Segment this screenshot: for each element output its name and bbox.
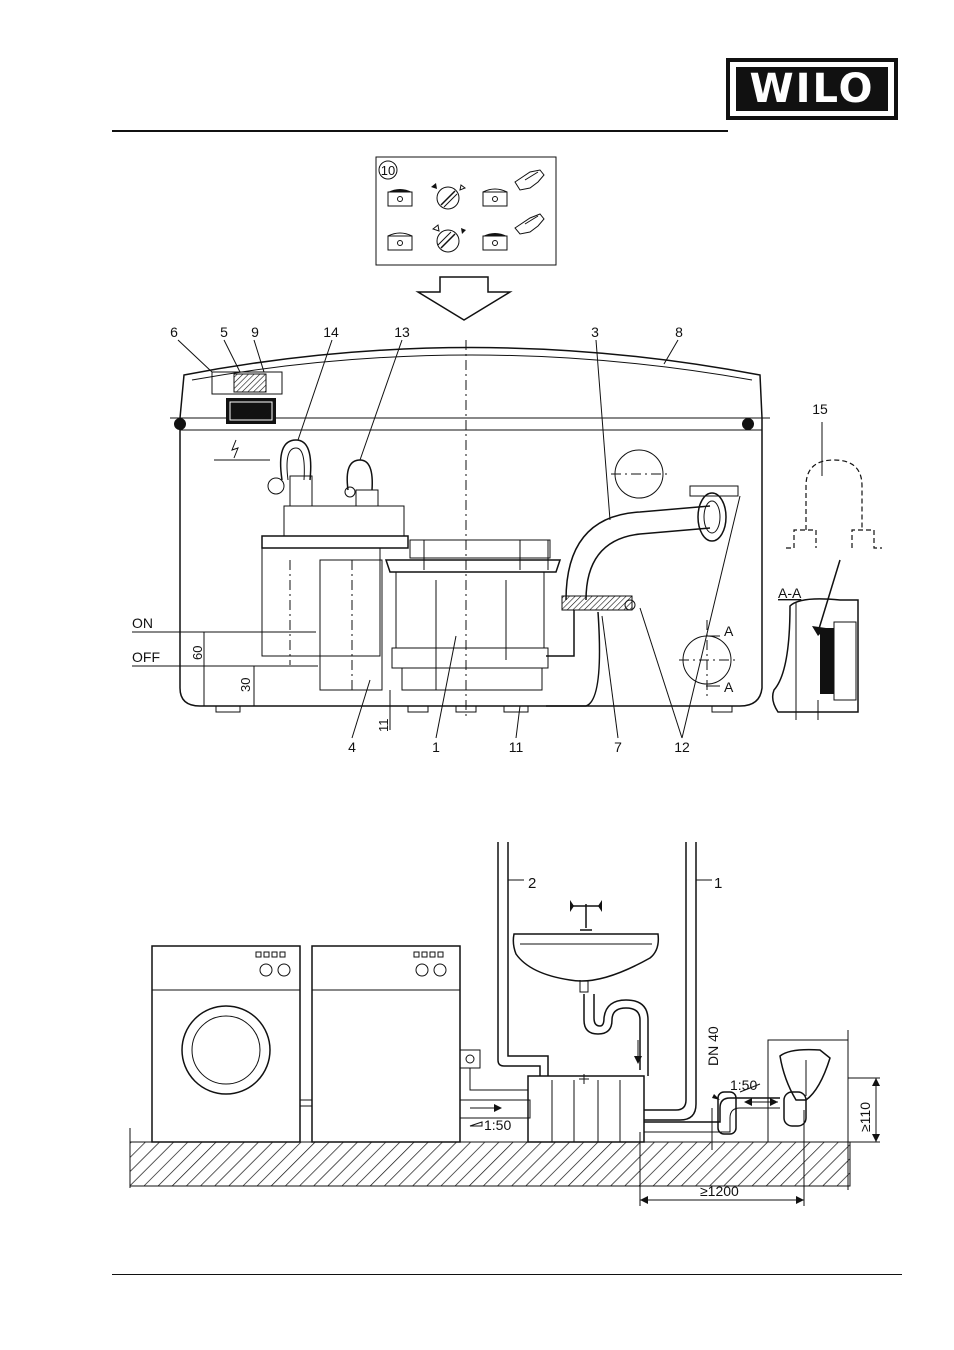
section-arrow	[818, 560, 840, 632]
callout-1: 1	[432, 739, 440, 755]
discharge-bend-3	[566, 506, 710, 600]
section-title: A-A	[778, 585, 802, 601]
callout-15: 15	[812, 401, 828, 417]
section-a-a	[773, 599, 858, 712]
slope-left-label: 1:50	[484, 1117, 511, 1133]
level-off-label: OFF	[132, 649, 160, 665]
callout-13: 13	[394, 324, 410, 340]
length-min-label: ≥1200	[700, 1183, 739, 1199]
callout-11: 11	[509, 739, 524, 755]
callout-12: 12	[674, 739, 690, 755]
seal-right	[742, 418, 754, 430]
float-4	[320, 560, 382, 690]
motor-flange	[262, 536, 408, 548]
level-on-label: ON	[132, 615, 153, 631]
callout-3: 3	[591, 324, 599, 340]
wc-bowl	[780, 1050, 830, 1100]
washer-door	[182, 1006, 270, 1094]
hand-press-icon-2	[515, 214, 544, 234]
slope-right-label: 1:50	[730, 1077, 757, 1093]
hand-press-icon	[515, 170, 544, 190]
callout-9: 9	[251, 324, 259, 340]
check-valve-7	[562, 596, 632, 610]
sink	[513, 934, 658, 981]
cable-loop-14	[281, 440, 311, 480]
callout-6: 6	[170, 324, 178, 340]
down-arrow-icon	[418, 277, 510, 320]
callout-14: 14	[323, 324, 339, 340]
dn-label: DN 40	[705, 1026, 721, 1066]
footer-rule	[112, 1274, 902, 1275]
detail-15	[806, 460, 862, 530]
height-min-label: ≥110	[857, 1102, 873, 1132]
float-switch-housing	[262, 548, 380, 656]
lid-icon	[483, 189, 507, 206]
callout-5: 5	[220, 324, 228, 340]
section-mark-top: A	[724, 623, 734, 639]
installation-drawing	[130, 842, 880, 1206]
lid-pressed-icon	[388, 189, 412, 206]
callout-8: 8	[675, 324, 683, 340]
inset-panel: 10	[376, 157, 556, 265]
pipe-label-2: 2	[528, 875, 536, 892]
dim-60: 60	[190, 646, 205, 660]
cable-loop-13	[347, 460, 372, 490]
power-socket	[460, 1050, 480, 1068]
pipe-label-1: 1	[714, 875, 722, 892]
lifting-unit	[528, 1076, 644, 1142]
lid-icon-2	[388, 233, 412, 250]
seal-left	[174, 418, 186, 430]
dim-11: 11	[376, 719, 391, 733]
callout-7: 7	[614, 739, 622, 755]
electric-symbol-icon	[232, 440, 238, 458]
pump-body-1	[396, 572, 544, 648]
washing-machine	[152, 946, 300, 1142]
floor	[130, 1142, 850, 1186]
section-mark-bottom: A	[724, 679, 734, 695]
discharge-pipe-1	[644, 842, 686, 1110]
dial-rotate-icon	[431, 183, 465, 209]
sink-trap	[584, 994, 640, 1070]
callout-4: 4	[348, 739, 356, 755]
inset-number: 10	[381, 163, 395, 178]
dial-rotate-icon-2	[433, 225, 466, 252]
faucet-icon	[580, 904, 592, 930]
dim-30: 30	[238, 678, 253, 692]
lid-pressed-icon-2	[483, 233, 507, 250]
slope-left-icon	[470, 1122, 482, 1126]
